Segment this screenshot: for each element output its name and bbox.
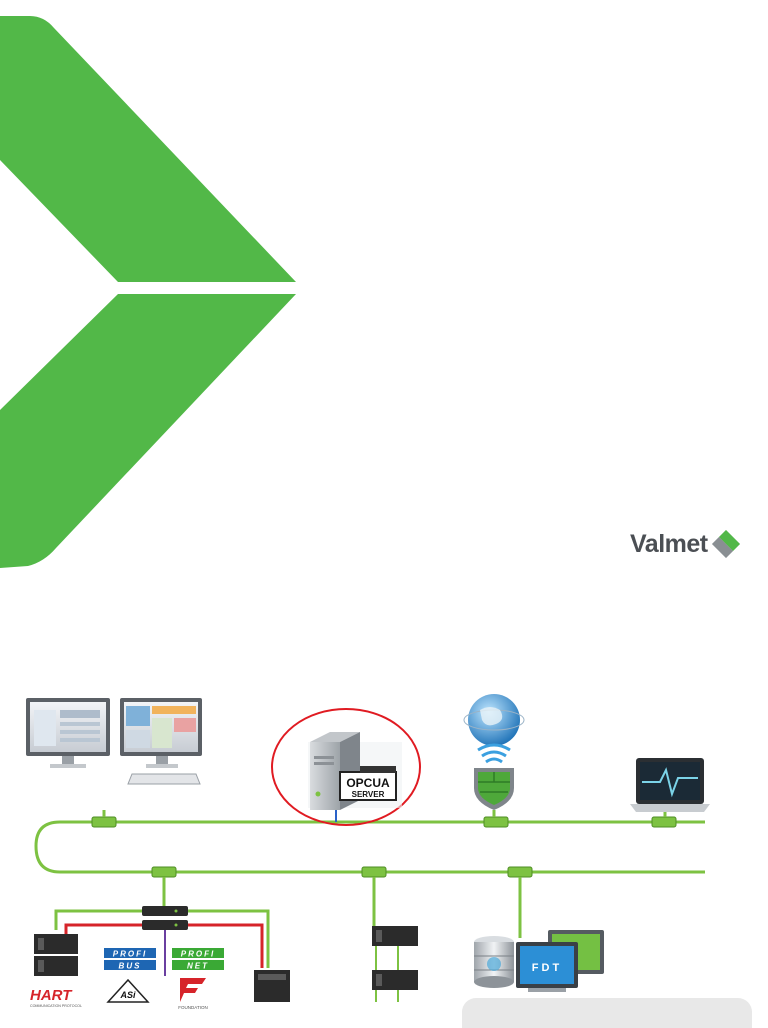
opcua-server: OPCUA SERVER — [271, 708, 421, 826]
chevron-lower-arm — [0, 294, 296, 568]
profibus-text-2: BUS — [119, 962, 142, 971]
green-chevron-graphic — [0, 16, 296, 568]
network-bus-loop — [34, 820, 705, 874]
io-module-icon — [34, 934, 78, 976]
monitor-icon: FDT — [516, 942, 578, 992]
hart-logo: HART — [30, 987, 73, 1004]
globe-icon — [463, 694, 525, 746]
profinet-text-1: PROFI — [181, 950, 215, 959]
firewall-icon — [474, 768, 514, 810]
workstation-icon — [120, 698, 202, 785]
wifi-arcs — [477, 743, 511, 764]
laptop-icon — [630, 758, 710, 812]
info-panel — [462, 998, 752, 1028]
io-module-icon — [372, 926, 418, 990]
profibus-logo: PROFI BUS — [104, 948, 156, 971]
profinet-logo: PROFI NET — [172, 948, 224, 971]
opcua-label: OPCUA — [346, 776, 390, 790]
profinet-text-2: NET — [187, 962, 209, 971]
foundation-text: FOUNDATION — [178, 1005, 207, 1010]
switch-icon — [142, 906, 188, 930]
logo-diamond-icon — [712, 530, 740, 558]
io-module-icon — [254, 970, 290, 1002]
bus-connectors — [91, 816, 677, 878]
valmet-logo: Valmet — [630, 524, 750, 564]
workstation-icon — [26, 698, 110, 768]
fdt-label: FDT — [532, 962, 562, 974]
server-label: SERVER — [352, 790, 385, 799]
foundation-logo: FOUNDATION — [178, 978, 208, 1010]
profibus-text-1: PROFI — [113, 950, 147, 959]
chevron-upper-arm — [0, 16, 296, 282]
asi-logo: ASi — [106, 978, 150, 1003]
asi-text: ASi — [119, 990, 136, 1000]
database-icon — [474, 936, 514, 988]
network-diagram: OPCUA SERVER — [26, 694, 710, 1010]
hart-subtitle: COMMUNICATION PROTOCOL — [30, 1004, 82, 1008]
highlight-circle — [271, 708, 421, 826]
logo-wordmark: Valmet — [630, 530, 708, 558]
